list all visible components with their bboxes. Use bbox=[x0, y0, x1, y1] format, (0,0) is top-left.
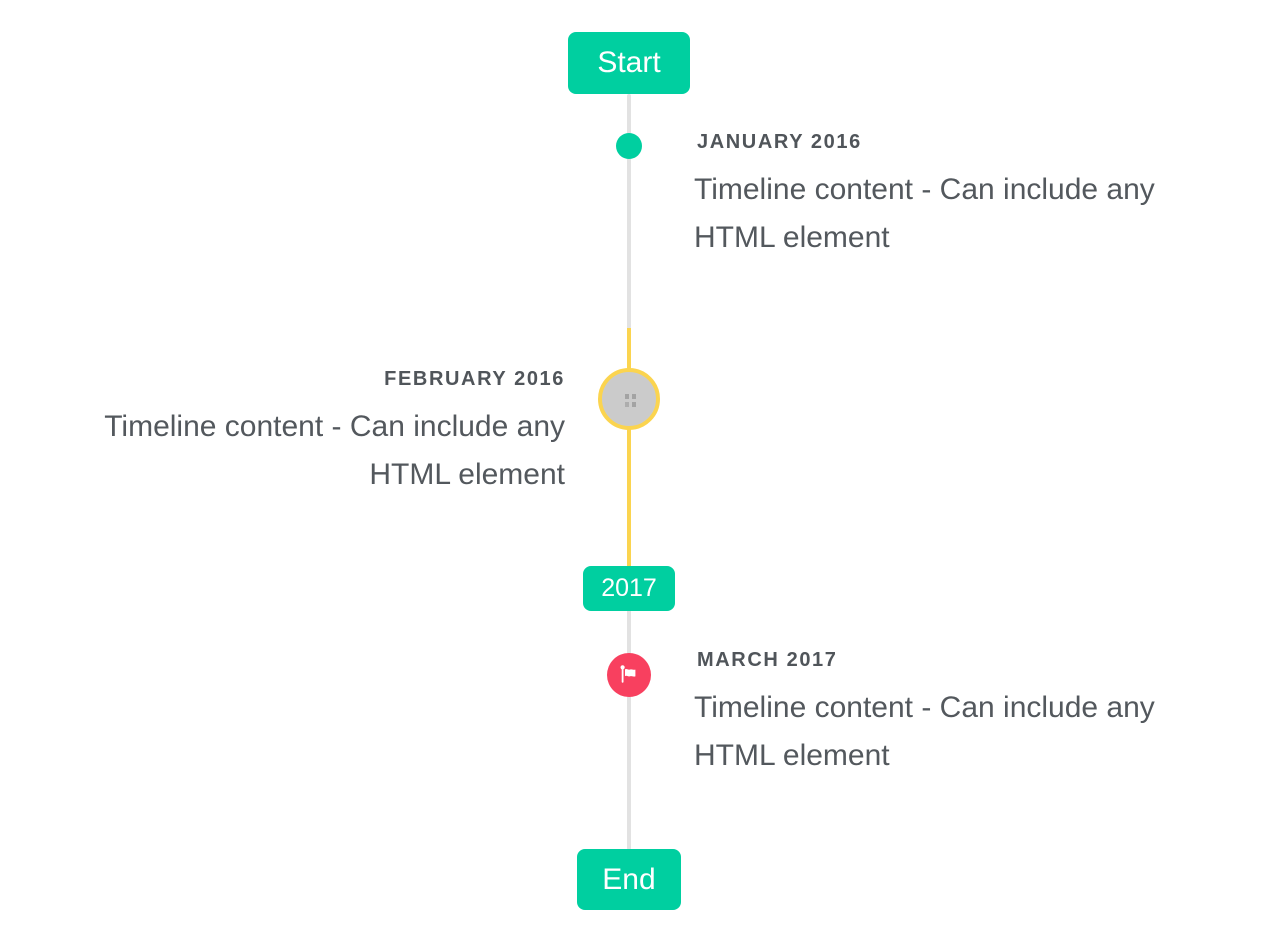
item-content-january: Timeline content - Can include any HTML … bbox=[694, 173, 1155, 254]
item-title-january: JANUARY 2016 bbox=[697, 131, 862, 153]
item-content-february: Timeline content - Can include any HTML … bbox=[104, 410, 565, 491]
gray-circle-marker bbox=[598, 368, 660, 430]
timeline-line-highlight bbox=[627, 328, 631, 566]
end-flag-label: End bbox=[602, 862, 656, 896]
broken-image-icon bbox=[625, 394, 629, 399]
start-flag-label: Start bbox=[597, 46, 661, 79]
item-content-march: Timeline content - Can include any HTML … bbox=[694, 691, 1155, 772]
year-flag-label: 2017 bbox=[601, 574, 657, 602]
flag-icon bbox=[620, 665, 636, 683]
year-flag-badge[interactable]: 2017 bbox=[583, 566, 675, 611]
item-title-february: FEBRUARY 2016 bbox=[384, 368, 565, 390]
red-flag-marker bbox=[607, 653, 651, 697]
end-flag-badge[interactable]: End bbox=[577, 849, 681, 910]
start-flag-badge[interactable]: Start bbox=[568, 32, 690, 94]
teal-dot-icon bbox=[616, 133, 642, 159]
item-title-march: MARCH 2017 bbox=[697, 649, 838, 671]
